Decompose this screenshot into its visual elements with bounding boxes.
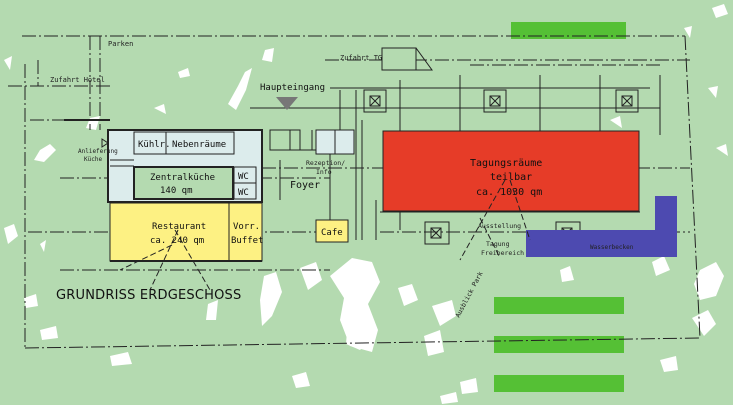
label-restaurant: Restaurant (152, 222, 206, 232)
label-freibereich: Freibereich (481, 249, 524, 257)
label-zufahrt-hotel: Zufahrt Hotel (50, 76, 105, 84)
label-wc-1: WC (238, 172, 249, 182)
site-lines (8, 35, 701, 349)
label-vorr: Vorr. (233, 222, 260, 232)
entrance-triangle-icon (276, 97, 298, 110)
label-info: Info (316, 168, 332, 176)
label-zentralkueche: Zentralküche (150, 173, 215, 183)
label-rezeption: Rezeption/ (306, 159, 345, 167)
label-foyer: Foyer (290, 180, 320, 191)
water-basin (526, 196, 677, 257)
label-parken: Parken (108, 40, 133, 48)
delivery-arrow-icon (101, 138, 109, 148)
label-nebenraeume: Nebenräume (172, 140, 226, 150)
terrain-patches (4, 4, 728, 404)
label-wasserbecken: Wasserbecken (590, 244, 634, 251)
label-haupteingang: Haupteingang (260, 83, 325, 93)
tagung-block (382, 130, 640, 212)
label-ausstellung: Ausstellung (478, 222, 521, 230)
label-tagung: Tagung (486, 240, 510, 248)
restaurant-block (109, 202, 349, 262)
label-kueche: Küche (84, 156, 102, 163)
label-kuehlr: Kühlr. (138, 140, 171, 150)
label-wc-2: WC (238, 188, 249, 198)
label-restaurant-area: ca. 240 qm (150, 236, 204, 246)
label-tagungsraeume: Tagungsräume (470, 158, 542, 169)
label-cafe: Cafe (321, 228, 343, 238)
kitchen-block (64, 119, 263, 203)
label-zentralkueche-area: 140 qm (160, 186, 193, 196)
plan-title: GRUNDRISS ERDGESCHOSS (56, 288, 241, 303)
label-teilbar: teilbar (490, 172, 532, 183)
diagonal-lines (119, 179, 531, 291)
label-anlieferung: Anlieferung (78, 148, 118, 155)
label-zufahrt-tg: Zufahrt TG (340, 54, 382, 62)
label-buffet: Buffet (231, 236, 264, 246)
label-tagung-area: ca. 1030 qm (476, 187, 542, 198)
entrance-details (269, 47, 433, 155)
